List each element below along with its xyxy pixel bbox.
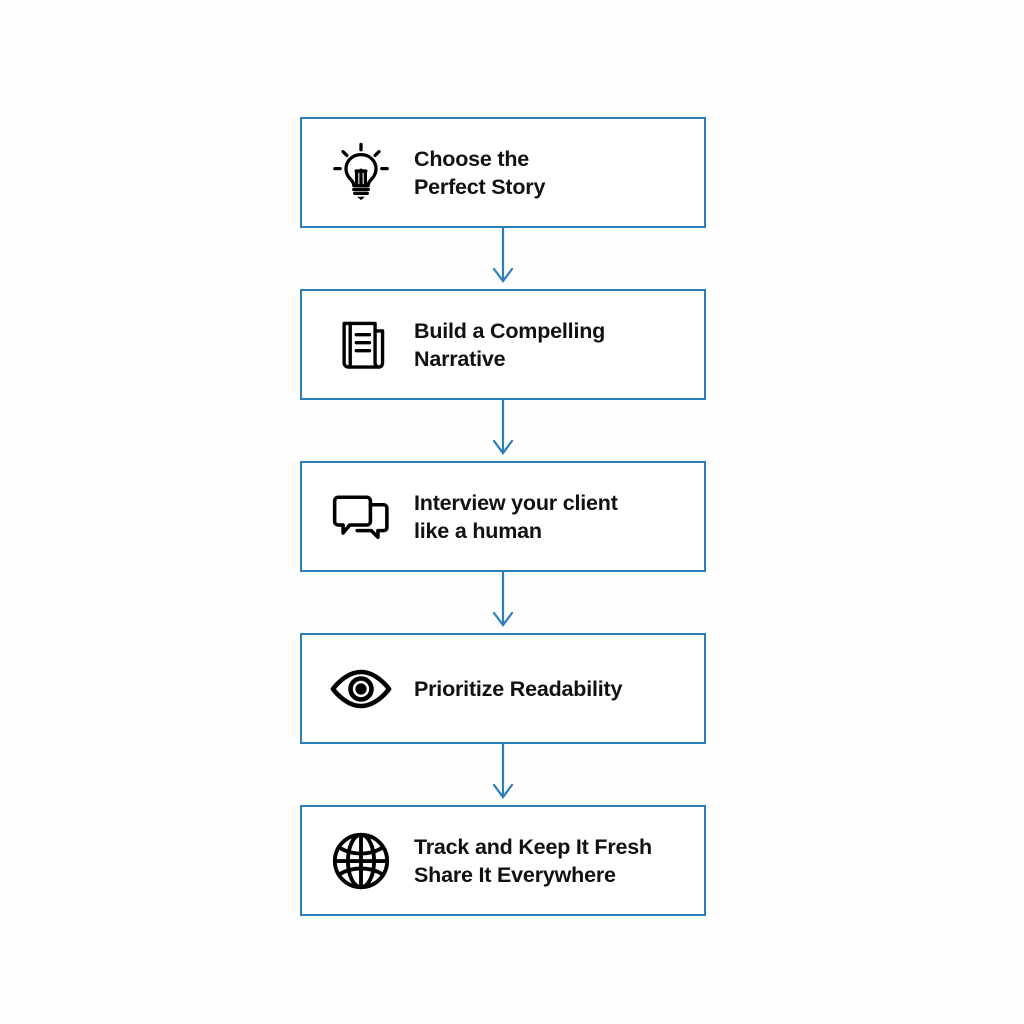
flow-step-4[interactable]: Prioritize Readability <box>300 633 706 744</box>
flowchart-diagram: Choose the Perfect Story Build a Compell… <box>300 117 706 916</box>
flow-connector-4 <box>300 744 706 805</box>
flow-step-1[interactable]: Choose the Perfect Story <box>300 117 706 228</box>
flow-step-3[interactable]: Interview your client like a human <box>300 461 706 572</box>
globe-icon <box>302 807 414 914</box>
chat-bubbles-icon <box>302 463 414 570</box>
eye-icon <box>302 635 414 742</box>
flow-connector-2 <box>300 400 706 461</box>
flow-connector-1 <box>300 228 706 289</box>
flow-step-2-label: Build a Compelling Narrative <box>414 318 606 371</box>
flow-step-5-label: Track and Keep It Fresh Share It Everywh… <box>414 834 652 887</box>
lightbulb-icon <box>302 119 414 226</box>
flow-step-4-label: Prioritize Readability <box>414 676 623 701</box>
document-pages-icon <box>302 291 414 398</box>
flow-step-1-label: Choose the Perfect Story <box>414 146 546 199</box>
flow-step-3-label: Interview your client like a human <box>414 490 618 543</box>
flow-connector-3 <box>300 572 706 633</box>
flow-step-5[interactable]: Track and Keep It Fresh Share It Everywh… <box>300 805 706 916</box>
flow-step-2[interactable]: Build a Compelling Narrative <box>300 289 706 400</box>
